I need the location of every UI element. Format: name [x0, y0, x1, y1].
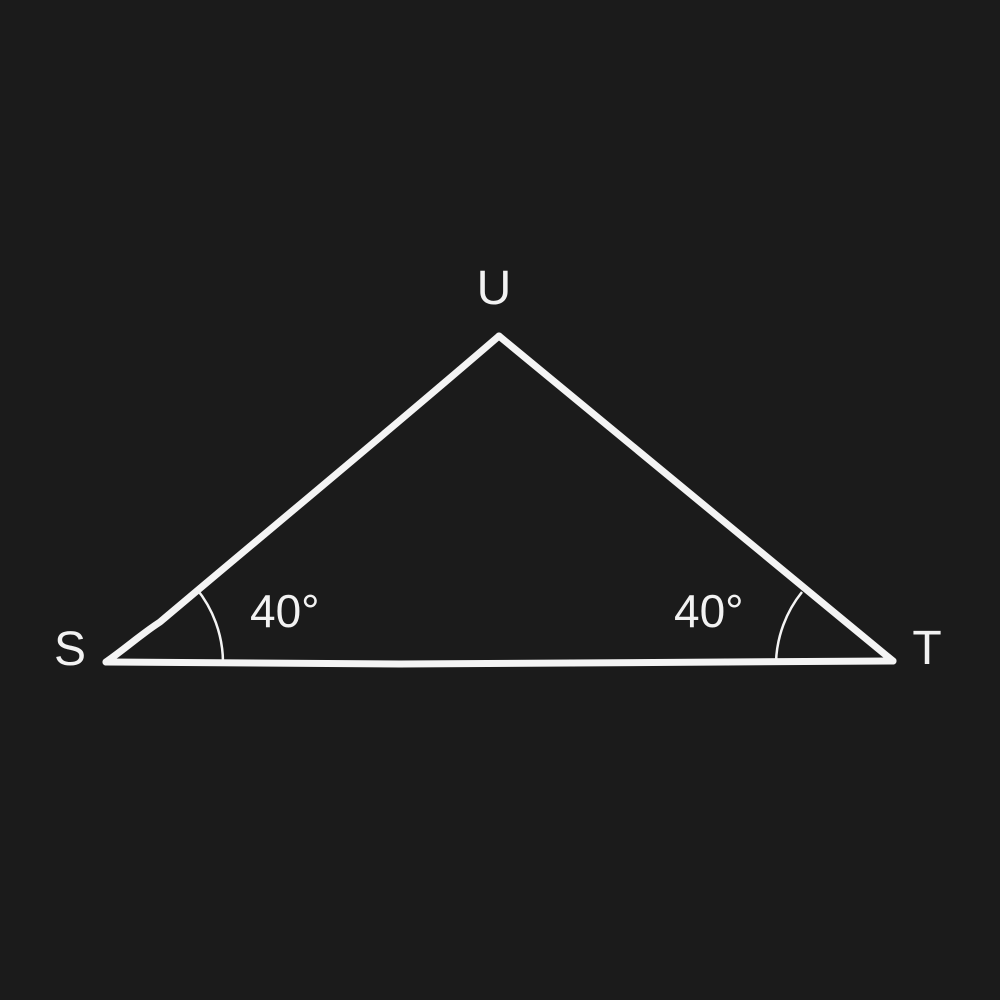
- angle-label-s: 40°: [250, 585, 320, 637]
- vertex-label-u: U: [477, 262, 512, 315]
- side-ut: [495, 332, 897, 665]
- side-st: [102, 657, 897, 668]
- angle-arc-t: [774, 591, 803, 663]
- angle-arc-s: [195, 587, 225, 663]
- vertex-label-s: S: [54, 623, 86, 676]
- angle-label-t: 40°: [674, 585, 744, 637]
- vertex-label-t: T: [912, 622, 941, 675]
- side-su: [102, 332, 503, 666]
